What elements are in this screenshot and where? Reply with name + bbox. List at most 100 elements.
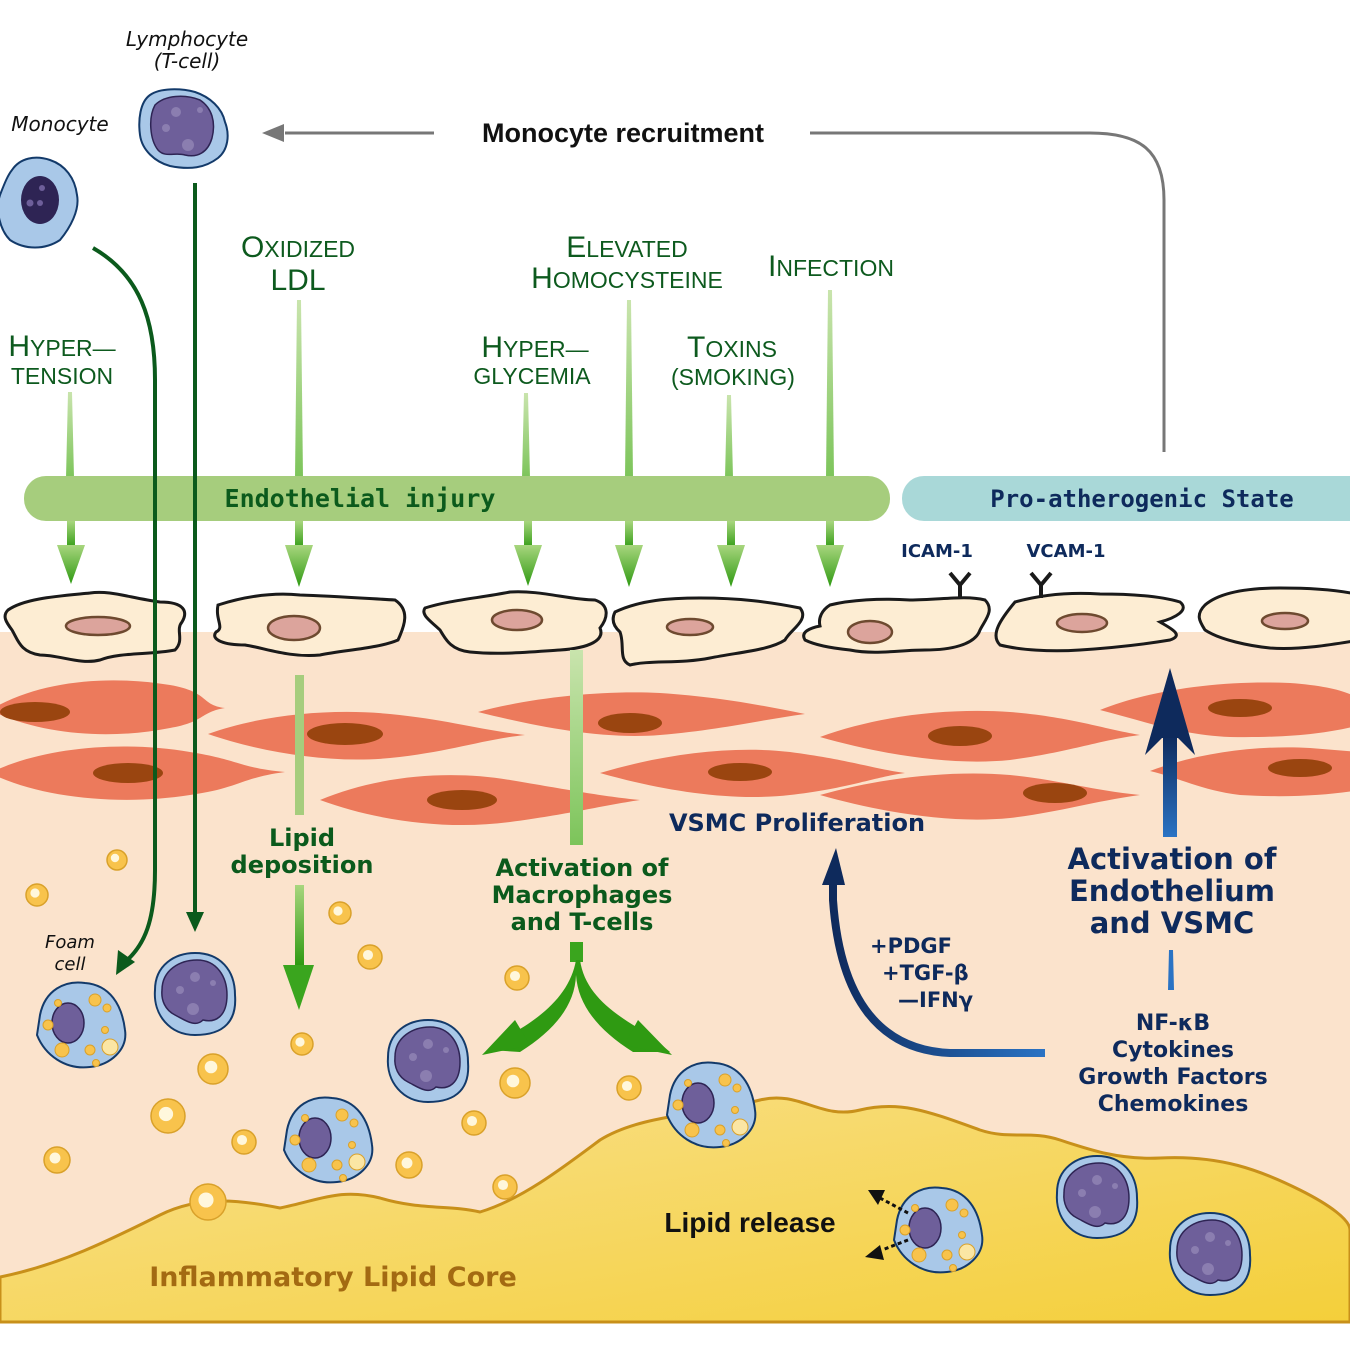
pdgf-factor: +PDGF xyxy=(870,934,952,958)
lipid-droplet xyxy=(231,1129,257,1155)
smooth-muscle-cell xyxy=(0,680,225,735)
endothelial-injury-bar xyxy=(24,476,890,521)
svg-text:HYPER—: HYPER— xyxy=(481,331,588,364)
risk-factor-infection: INFECTION xyxy=(768,250,894,283)
lipid-release-arrows xyxy=(865,1190,909,1260)
smooth-muscle-cell xyxy=(820,773,1140,820)
smooth-muscle-cell xyxy=(0,746,285,800)
down-arrow-icon xyxy=(57,521,85,584)
risk-factor-oxidized-ldl: OXIDIZED LDL xyxy=(241,231,355,297)
lipid-droplet xyxy=(499,1067,531,1099)
lipid-droplet xyxy=(189,1183,227,1221)
lipid-droplets xyxy=(25,849,642,1221)
lipid-droplet xyxy=(43,1146,71,1174)
mediator-nfkb: NF-κB xyxy=(1136,1011,1210,1036)
tgf-factor: +TGF-β xyxy=(882,961,969,985)
svg-text:(SMOKING): (SMOKING) xyxy=(671,364,795,390)
lipid-droplet xyxy=(492,1174,518,1200)
foam-cell-icon xyxy=(665,1061,757,1149)
lipid-droplet xyxy=(504,965,530,991)
lipid-droplet xyxy=(25,883,49,907)
lymphocyte-label-line2: (T-cell) xyxy=(154,49,221,73)
svg-text:GLYCEMIA: GLYCEMIA xyxy=(473,363,591,389)
pro-atherogenic-bar xyxy=(902,476,1350,521)
svg-text:LDL: LDL xyxy=(270,264,325,297)
smooth-muscle-cell xyxy=(820,710,1140,762)
endothelial-cell xyxy=(1197,586,1350,650)
vcam-1-label: VCAM-1 xyxy=(1027,541,1106,562)
activation-endothelium-label-3: and VSMC xyxy=(1090,906,1255,940)
endothelial-cell xyxy=(213,592,407,658)
lymphocyte-cell-icon xyxy=(138,88,229,169)
down-arrow-icon xyxy=(615,521,643,587)
lipid-droplet xyxy=(395,1151,423,1179)
lipid-deposition-label-1: Lipid xyxy=(269,824,335,852)
svg-text:TENSION: TENSION xyxy=(11,363,113,389)
macrophage-icon xyxy=(1168,1211,1252,1297)
smooth-muscle-cell xyxy=(1150,747,1350,797)
endothelial-cell xyxy=(611,596,805,667)
activation-macrophages-label-2: Macrophages xyxy=(492,881,673,909)
lipid-droplet xyxy=(461,1110,487,1136)
endothelial-cell xyxy=(994,591,1185,653)
macrophages xyxy=(153,951,1252,1297)
svg-text:INFECTION: INFECTION xyxy=(768,250,894,283)
endothelial-cell xyxy=(3,590,187,663)
down-arrow-icon xyxy=(816,521,844,587)
monocyte-migration-arrow xyxy=(92,246,157,964)
vsmc-proliferation-label: VSMC Proliferation xyxy=(669,809,925,837)
down-arrow-icon xyxy=(514,521,542,586)
lipid-droplet xyxy=(328,901,352,925)
lipid-droplet xyxy=(197,1053,229,1085)
mediator-cytokines: Cytokines xyxy=(1112,1038,1234,1063)
monocyte-cell-icon xyxy=(0,156,79,249)
lymphocyte-label-line1: Lymphocyte xyxy=(126,27,248,51)
macrophage-activation-arrow xyxy=(482,650,672,1055)
monocyte-recruitment-label: Monocyte recruitment xyxy=(482,118,764,148)
icam-1-receptor-icon xyxy=(948,571,972,597)
lipid-droplet xyxy=(357,944,383,970)
injury-arrows xyxy=(57,521,844,587)
svg-text:HOMOCYSTEINE: HOMOCYSTEINE xyxy=(531,262,723,295)
endothelium-activation-arrow xyxy=(1145,668,1195,990)
endothelial-injury-label: Endothelial injury xyxy=(225,484,496,513)
vsmc-curved-arrow xyxy=(822,848,1045,1057)
monocyte-label: Monocyte xyxy=(11,112,108,136)
foam-cell-icon xyxy=(892,1186,984,1274)
lipid-droplet xyxy=(616,1075,642,1101)
svg-text:TOXINS: TOXINS xyxy=(687,331,777,364)
macrophage-icon xyxy=(1055,1154,1139,1240)
svg-text:ELEVATED: ELEVATED xyxy=(566,231,687,264)
risk-factor-homocysteine: ELEVATED HOMOCYSTEINE xyxy=(531,231,723,295)
icam-1-label: ICAM-1 xyxy=(901,541,973,562)
macrophage-icon xyxy=(386,1018,470,1104)
smooth-muscle-cell xyxy=(208,711,525,760)
endothelial-cell xyxy=(422,590,608,655)
smooth-muscle-cell xyxy=(320,775,640,826)
risk-factor-stems xyxy=(66,290,834,478)
lipid-release-label: Lipid release xyxy=(664,1207,835,1238)
lipid-deposition-arrow xyxy=(283,675,314,1010)
vcam-1-receptor-icon xyxy=(1029,571,1053,598)
foam-cells xyxy=(35,981,984,1274)
endothelial-layer xyxy=(3,586,1350,667)
smooth-muscle-layer xyxy=(0,680,1350,826)
endothelial-cell xyxy=(802,596,991,654)
monocyte-recruitment-arrow xyxy=(262,124,1166,452)
down-arrow-icon xyxy=(717,521,745,587)
risk-factor-hyperglycemia: HYPER— GLYCEMIA xyxy=(473,331,591,389)
lipid-droplet xyxy=(106,849,128,871)
foam-cell-label-line1: Foam xyxy=(45,932,95,953)
arrow-head-icon xyxy=(186,912,204,932)
activation-endothelium-label-1: Activation of xyxy=(1068,842,1277,876)
smooth-muscle-cell xyxy=(600,749,905,798)
lipid-droplet xyxy=(290,1032,314,1056)
risk-factor-hypertension: HYPER— TENSION xyxy=(8,330,115,389)
mediator-growth-factors: Growth Factors xyxy=(1078,1065,1267,1090)
pro-atherogenic-label: Pro-atherogenic State xyxy=(990,485,1293,513)
smooth-muscle-cell xyxy=(478,692,805,736)
foam-cell-icon xyxy=(35,981,127,1069)
activation-macrophages-label-1: Activation of xyxy=(496,854,669,882)
arrow-head-icon xyxy=(116,950,135,975)
